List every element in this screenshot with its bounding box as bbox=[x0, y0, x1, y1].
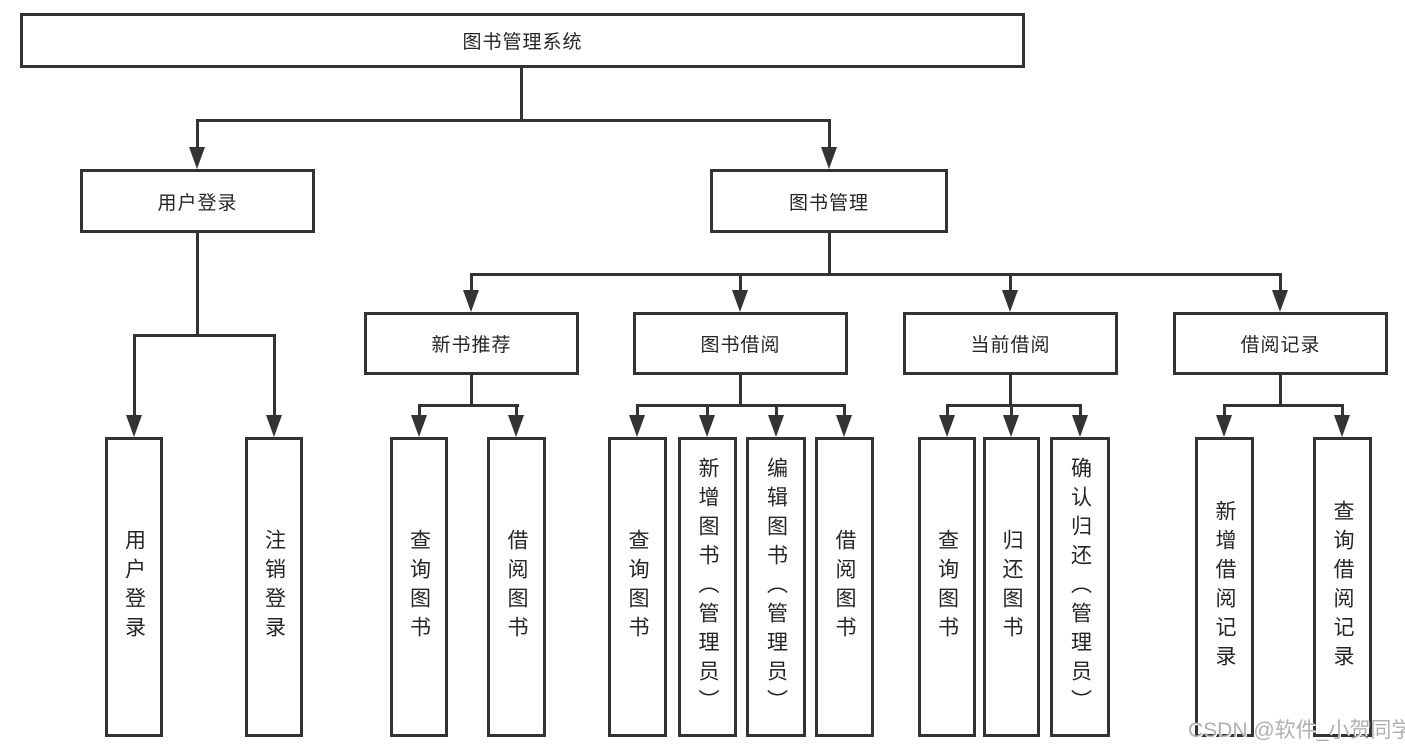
arrowhead-current-confirm bbox=[1072, 415, 1088, 437]
leaf-label: 确认归还（管理员） bbox=[1068, 456, 1092, 718]
connector-root-vertical bbox=[520, 68, 523, 122]
connector-records-horizontal bbox=[1223, 404, 1344, 407]
arrowhead-book-borrowing bbox=[732, 290, 748, 312]
connector-stub-borrowing-records bbox=[1279, 273, 1282, 293]
leaf-logout: 注销登录 bbox=[245, 437, 303, 737]
leaf-recommend-query-books: 查询图书 bbox=[390, 437, 448, 737]
connector-stub-book-management bbox=[828, 119, 831, 149]
arrowhead-borrowing-edit bbox=[768, 415, 784, 437]
leaf-current-query-books: 查询图书 bbox=[918, 437, 976, 737]
leaf-borrowing-borrow-books: 借阅图书 bbox=[815, 437, 874, 737]
leaf-borrowing-edit-books-admin: 编辑图书（管理员） bbox=[746, 437, 806, 737]
leaf-borrowing-add-books-admin: 新增图书（管理员） bbox=[678, 437, 737, 737]
leaf-label: 查询借阅记录 bbox=[1331, 500, 1354, 674]
connector-stub-records-query bbox=[1341, 404, 1344, 417]
leaf-label: 归还图书 bbox=[1000, 529, 1023, 645]
connector-user-login-horizontal bbox=[133, 334, 276, 337]
leaf-label: 查询图书 bbox=[626, 529, 649, 645]
arrowhead-leaf-login bbox=[126, 415, 142, 437]
connector-stub-book-borrowing bbox=[739, 273, 742, 293]
connector-current-vertical bbox=[1009, 375, 1012, 407]
leaf-label: 借阅图书 bbox=[833, 529, 856, 645]
connector-stub-leaf-login bbox=[133, 334, 136, 417]
connector-stub-recommend-query bbox=[418, 404, 421, 417]
leaf-label: 借阅图书 bbox=[505, 529, 528, 645]
leaf-label: 用户登录 bbox=[122, 529, 146, 645]
leaf-current-confirm-return-admin: 确认归还（管理员） bbox=[1050, 437, 1110, 737]
node-book-management: 图书管理 bbox=[710, 169, 948, 233]
node-new-book-recommend: 新书推荐 bbox=[364, 312, 579, 375]
leaf-borrowing-query-books: 查询图书 bbox=[608, 437, 667, 737]
arrowhead-book-management bbox=[821, 147, 837, 169]
arrowhead-borrowing-query bbox=[629, 415, 645, 437]
leaf-records-query-record: 查询借阅记录 bbox=[1313, 437, 1372, 737]
connector-book-management-horizontal bbox=[470, 273, 1282, 276]
leaf-records-add-record: 新增借阅记录 bbox=[1195, 437, 1254, 737]
node-user-login: 用户登录 bbox=[80, 169, 315, 233]
leaf-label: 新增图书（管理员） bbox=[696, 456, 719, 718]
leaf-label: 查询图书 bbox=[935, 529, 959, 645]
arrowhead-current-query bbox=[939, 415, 955, 437]
connector-stub-current-borrowing bbox=[1009, 273, 1012, 293]
connector-stub-new-book-recommend bbox=[470, 273, 473, 293]
connector-recommend-vertical bbox=[470, 375, 473, 407]
connector-current-horizontal bbox=[946, 404, 1082, 407]
connector-stub-current-query bbox=[946, 404, 949, 417]
connector-user-login-vertical bbox=[196, 233, 199, 337]
connector-stub-leaf-logout bbox=[273, 334, 276, 417]
node-current-borrowing: 当前借阅 bbox=[903, 312, 1118, 375]
connector-records-vertical bbox=[1279, 375, 1282, 407]
arrowhead-recommend-query bbox=[411, 415, 427, 437]
arrowhead-current-borrowing bbox=[1002, 290, 1018, 312]
arrowhead-borrowing-records bbox=[1272, 290, 1288, 312]
arrowhead-records-query bbox=[1334, 415, 1350, 437]
connector-stub-records-add bbox=[1223, 404, 1226, 417]
connector-stub-borrowing-edit bbox=[775, 404, 778, 417]
connector-stub-user-login bbox=[196, 119, 199, 149]
connector-stub-recommend-borrow bbox=[515, 404, 518, 417]
leaf-label: 注销登录 bbox=[262, 529, 286, 645]
arrowhead-new-book-recommend bbox=[463, 290, 479, 312]
arrowhead-leaf-logout bbox=[266, 415, 282, 437]
leaf-label: 编辑图书（管理员） bbox=[764, 456, 788, 718]
leaf-label: 查询图书 bbox=[407, 529, 431, 645]
arrowhead-borrowing-add bbox=[699, 415, 715, 437]
node-root-library-system: 图书管理系统 bbox=[20, 13, 1025, 68]
connector-book-management-vertical bbox=[828, 233, 831, 276]
connector-stub-borrowing-add bbox=[706, 404, 709, 417]
arrowhead-current-return bbox=[1003, 415, 1019, 437]
connector-stub-borrowing-borrow bbox=[843, 404, 846, 417]
node-book-borrowing: 图书借阅 bbox=[633, 312, 848, 375]
leaf-current-return-books: 归还图书 bbox=[983, 437, 1040, 737]
connector-root-horizontal bbox=[196, 119, 831, 122]
arrowhead-records-add bbox=[1216, 415, 1232, 437]
arrowhead-user-login bbox=[189, 147, 205, 169]
connector-borrowing-horizontal bbox=[636, 404, 846, 407]
connector-stub-current-confirm bbox=[1079, 404, 1082, 417]
connector-stub-borrowing-query bbox=[636, 404, 639, 417]
node-borrowing-records: 借阅记录 bbox=[1173, 312, 1388, 375]
leaf-user-login: 用户登录 bbox=[105, 437, 163, 737]
connector-borrowing-vertical bbox=[739, 375, 742, 407]
arrowhead-borrowing-borrow bbox=[836, 415, 852, 437]
arrowhead-recommend-borrow bbox=[508, 415, 524, 437]
connector-stub-current-return bbox=[1010, 404, 1013, 417]
csdn-watermark: CSDN @软件_小贺同学 bbox=[1188, 719, 1405, 742]
leaf-recommend-borrow-books: 借阅图书 bbox=[487, 437, 546, 737]
leaf-label: 新增借阅记录 bbox=[1213, 500, 1236, 674]
connector-recommend-horizontal bbox=[418, 404, 519, 407]
